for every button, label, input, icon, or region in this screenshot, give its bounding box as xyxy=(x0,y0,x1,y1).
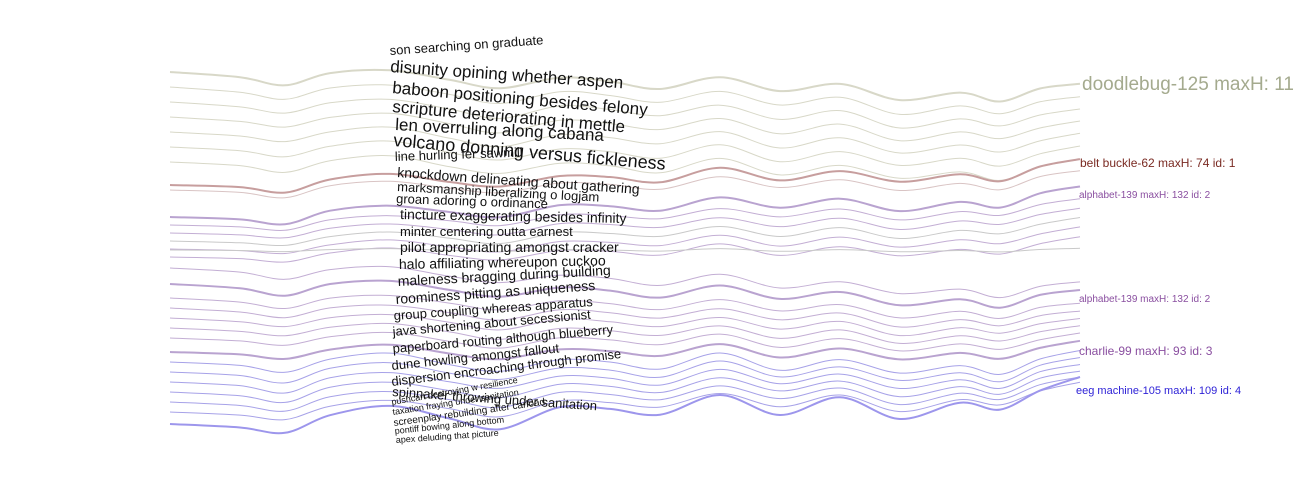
stream-line xyxy=(169,170,1081,199)
flow-phrase: line hurling fer sawmill xyxy=(395,145,523,164)
stream-line xyxy=(169,376,1081,435)
stream-line xyxy=(169,84,1081,115)
stream-line xyxy=(169,357,1081,384)
stream-line xyxy=(169,322,1081,344)
stream-line xyxy=(169,154,1081,181)
stream-line xyxy=(169,376,1081,412)
stream-line xyxy=(169,158,1081,194)
flow-phrase: groan adoring o ordinance xyxy=(396,191,548,211)
stream-line xyxy=(169,112,1081,142)
end-labels: doodlebug-125 maxH: 11 belt buckle-62 ma… xyxy=(1076,74,1294,397)
flow-phrase: minter centering outta earnest xyxy=(400,224,573,239)
flow-phrase: halo affiliating whereupon cuckoo xyxy=(399,252,606,272)
flow-phrase: pilot appropriating amongst cracker xyxy=(400,239,619,255)
stream-line xyxy=(169,236,1081,263)
flow-phrase: tincture exaggerating besides infinity xyxy=(400,206,627,226)
stream-line xyxy=(169,350,1081,375)
stream-line xyxy=(169,370,1081,404)
stream-line xyxy=(169,265,1081,299)
label-alphabet-a: alphabet-139 maxH: 132 id: 2 xyxy=(1079,190,1211,201)
stream-line xyxy=(169,68,1081,103)
stream-line xyxy=(169,207,1081,239)
stream-line xyxy=(169,198,1081,232)
stream-line xyxy=(169,126,1081,154)
flow-phrase: son searching on graduate xyxy=(389,32,544,58)
label-charlie: charlie-99 maxH: 93 id: 3 xyxy=(1079,344,1213,358)
stream-line xyxy=(169,364,1081,394)
stream-lines xyxy=(169,68,1081,435)
label-doodlebug: doodlebug-125 maxH: 11 xyxy=(1082,74,1294,95)
stream-line xyxy=(169,140,1081,167)
stream-line xyxy=(169,217,1081,247)
stream-line xyxy=(169,98,1081,129)
stream-line xyxy=(169,304,1081,328)
stream-line xyxy=(169,339,1081,361)
stream-line xyxy=(169,247,1081,253)
label-eeg-machine: eeg machine-105 maxH: 109 id: 4 xyxy=(1076,385,1241,397)
label-belt-buckle: belt buckle-62 maxH: 74 id: 1 xyxy=(1080,156,1236,170)
stream-line xyxy=(169,331,1081,352)
stream-line xyxy=(169,381,1081,421)
stream-line xyxy=(169,313,1081,337)
stream-line xyxy=(169,185,1081,226)
label-alphabet-b: alphabet-139 maxH: 132 id: 2 xyxy=(1079,294,1211,305)
stream-line xyxy=(169,294,1081,319)
stream-line xyxy=(169,226,1081,255)
stream-line xyxy=(169,279,1081,309)
